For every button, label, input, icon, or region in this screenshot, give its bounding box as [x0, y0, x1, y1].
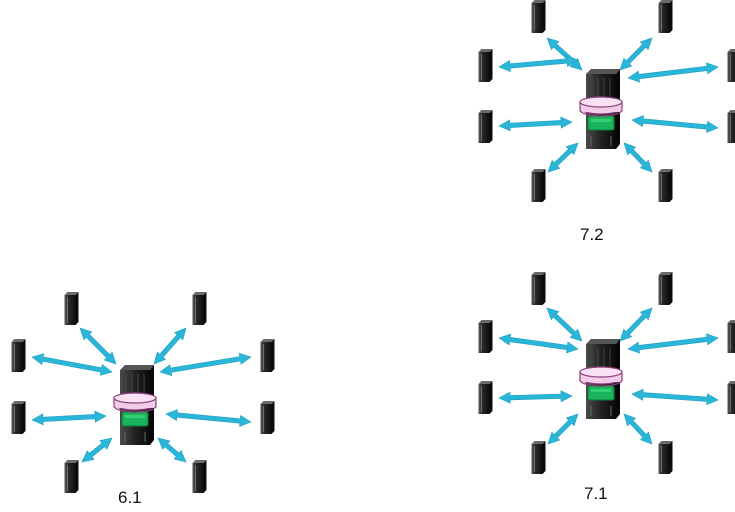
bidirectional-arrow-icon	[619, 307, 653, 342]
server-tower-icon	[727, 381, 735, 414]
server-tower-icon	[531, 169, 546, 202]
hub-group	[113, 365, 157, 445]
bidirectional-arrow-icon	[623, 142, 653, 173]
bidirectional-arrow-icon	[546, 307, 583, 342]
bidirectional-arrow-icon	[498, 116, 573, 132]
server-tower-icon	[260, 339, 275, 372]
server-tower-icon	[658, 0, 673, 33]
links-group	[498, 37, 719, 173]
bidirectional-arrow-icon	[498, 333, 579, 354]
bidirectional-arrow-icon	[627, 333, 719, 354]
server-tower-icon	[478, 49, 493, 82]
bidirectional-arrow-icon	[547, 413, 579, 445]
bidirectional-arrow-icon	[627, 62, 719, 83]
bidirectional-arrow-icon	[546, 37, 583, 71]
hub-group	[579, 69, 623, 149]
links-group	[31, 327, 252, 463]
nodes-group	[478, 272, 735, 474]
ring-band	[579, 96, 623, 117]
server-tower-icon	[64, 292, 79, 325]
links-group	[498, 307, 719, 445]
bidirectional-arrow-icon	[547, 142, 579, 173]
diagram-label: 7.1	[584, 484, 608, 503]
diagram-6-1: 6.1	[11, 292, 275, 507]
server-tower-icon	[727, 320, 735, 353]
bidirectional-arrow-icon	[79, 327, 117, 365]
server-tower-icon	[478, 110, 493, 143]
bidirectional-arrow-icon	[498, 55, 579, 72]
hub-group	[579, 339, 623, 419]
central-server-icon	[579, 339, 623, 419]
bidirectional-arrow-icon	[157, 437, 187, 463]
bidirectional-arrow-icon	[165, 409, 252, 427]
bidirectional-arrow-icon	[498, 390, 573, 404]
server-tower-icon	[658, 272, 673, 305]
server-tower-icon	[478, 320, 493, 353]
nodes-group	[478, 0, 735, 202]
server-tower-icon	[11, 401, 26, 434]
server-tower-icon	[658, 169, 673, 202]
bidirectional-arrow-icon	[619, 37, 653, 71]
server-tower-icon	[192, 292, 207, 325]
status-panel	[587, 115, 615, 131]
bidirectional-arrow-icon	[623, 413, 653, 445]
ring-band	[579, 366, 623, 387]
bidirectional-arrow-icon	[159, 352, 252, 377]
nodes-group	[11, 292, 275, 493]
bidirectional-arrow-icon	[81, 437, 113, 463]
ring-band	[113, 392, 157, 413]
server-tower-icon	[478, 381, 493, 414]
bidirectional-arrow-icon	[31, 353, 113, 376]
status-panel	[587, 385, 615, 401]
bidirectional-arrow-icon	[631, 115, 719, 133]
central-server-icon	[113, 365, 157, 445]
server-tower-icon	[531, 272, 546, 305]
diagram-7-1: 7.1	[478, 272, 735, 503]
server-tower-icon	[658, 441, 673, 474]
server-tower-icon	[260, 401, 275, 434]
server-tower-icon	[727, 110, 735, 143]
server-tower-icon	[727, 49, 735, 82]
server-tower-icon	[192, 460, 207, 493]
diagram-label: 7.2	[580, 225, 604, 244]
server-tower-icon	[11, 339, 26, 372]
bidirectional-arrow-icon	[153, 327, 187, 365]
central-server-icon	[579, 69, 623, 149]
diagram-7-2: 7.2	[478, 0, 735, 244]
server-tower-icon	[531, 441, 546, 474]
diagram-label: 6.1	[118, 488, 142, 507]
server-tower-icon	[64, 460, 79, 493]
bidirectional-arrow-icon	[31, 410, 107, 426]
status-panel	[121, 411, 149, 427]
server-tower-icon	[531, 0, 546, 33]
bidirectional-arrow-icon	[631, 388, 719, 406]
